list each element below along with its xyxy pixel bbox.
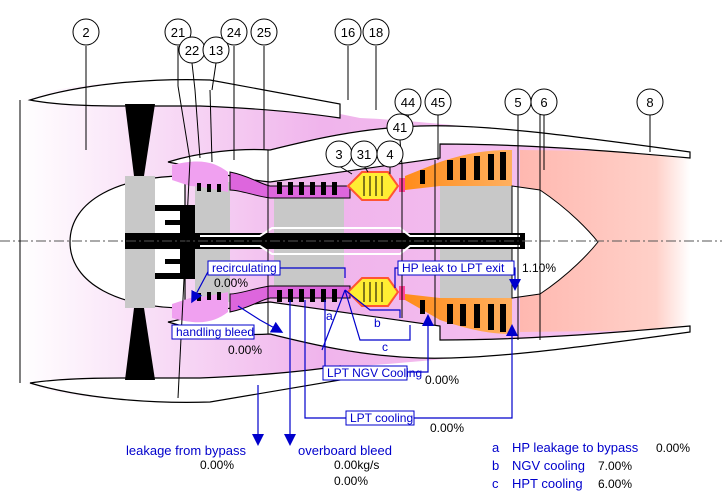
- path-a-letter: a: [326, 309, 333, 323]
- turbine-bottom: [405, 294, 512, 334]
- legend-value-c: 6.00%: [598, 477, 632, 491]
- legend-item-a: a HP leakage to bypass 0.00%: [492, 440, 690, 455]
- station-13-label: 13: [209, 43, 223, 58]
- overboard-bleed-kgs: 0.00kg/s: [334, 458, 379, 472]
- hp-leak-label: HP leak to LPT exit: [402, 261, 505, 275]
- handling-bleed-value: 0.00%: [228, 343, 262, 357]
- recirculating-label-box: recirculating: [207, 260, 281, 276]
- station-44: [394, 88, 422, 116]
- core-cowl-top: [167, 125, 691, 183]
- station-6: [530, 88, 558, 116]
- lpt-cooling-value: 0.00%: [430, 421, 464, 435]
- station-18-label: 18: [369, 25, 383, 40]
- recirculating-value: 0.00%: [214, 276, 248, 290]
- station-2: [72, 18, 100, 46]
- lpt-blades: [420, 152, 506, 332]
- station-25: [250, 18, 278, 46]
- legend-label-c: HPT cooling: [512, 476, 583, 491]
- fan-blade-bottom: [125, 308, 155, 380]
- station-18: [362, 18, 390, 46]
- legend-label-b: NGV cooling: [512, 458, 585, 473]
- station-24: [220, 18, 248, 46]
- handling-bleed-label-box: handling bleed: [171, 324, 255, 340]
- station-13: [202, 36, 230, 64]
- combustor-bottom: [346, 277, 400, 307]
- station-41: [386, 113, 414, 141]
- station-4-label: 4: [386, 147, 393, 162]
- legend-key-b: b: [492, 458, 499, 473]
- hp-leak-label-box: HP leak to LPT exit: [397, 260, 515, 276]
- legend-value-b: 7.00%: [598, 459, 632, 473]
- station-2-label: 2: [82, 25, 89, 40]
- station-21-label: 21: [171, 25, 185, 40]
- station-31-label: 31: [357, 147, 371, 162]
- legend-item-c: c HPT cooling 6.00%: [492, 476, 632, 491]
- shaft-inner: [200, 227, 520, 255]
- legend-key-a: a: [492, 440, 500, 455]
- station-numbers: 2 21 22 13 24 25 16 18 3 31 4 41 44 45 5…: [82, 25, 653, 162]
- hp-leak-value: 1.10%: [522, 261, 556, 275]
- lpt-cooling-label-box: LPT cooling: [345, 410, 415, 426]
- legend: a HP leakage to bypass 0.00% b NGV cooli…: [492, 440, 690, 491]
- station-3-label: 3: [335, 147, 342, 162]
- legend-item-b: b NGV cooling 7.00%: [492, 458, 632, 473]
- station-21: [164, 18, 192, 46]
- leakage-from-bypass-label: leakage from bypass: [126, 443, 246, 458]
- lpt-ngv-label: LPT NGV Cooling: [327, 366, 422, 380]
- legend-label-a: HP leakage to bypass: [512, 440, 639, 455]
- station-24-label: 24: [227, 25, 241, 40]
- station-6-label: 6: [540, 95, 547, 110]
- lpt-cooling-label: LPT cooling: [350, 411, 413, 425]
- leakage-from-bypass-value: 0.00%: [200, 458, 234, 472]
- booster-top: [172, 161, 228, 192]
- station-45-label: 45: [431, 95, 445, 110]
- booster-bottom: [172, 292, 228, 323]
- path-b-letter: b: [374, 316, 381, 330]
- turbine-top: [405, 150, 512, 190]
- nacelle-top: [27, 79, 341, 119]
- station-5-label: 5: [514, 95, 521, 110]
- overboard-bleed-pct: 0.00%: [334, 474, 368, 488]
- station-44-label: 44: [401, 95, 415, 110]
- lpt-ngv-label-box: LPT NGV Cooling: [322, 365, 422, 381]
- nacelle-bottom: [29, 365, 341, 403]
- station-22-label: 22: [185, 43, 199, 58]
- station-41-label: 41: [393, 120, 407, 135]
- exhaust-plume: [520, 150, 690, 332]
- handling-bleed-label: handling bleed: [176, 325, 254, 339]
- combustor-top: [346, 171, 400, 201]
- compressor-core-top: [229, 171, 351, 199]
- legend-value-a: 0.00%: [656, 441, 690, 455]
- path-c-letter: c: [382, 340, 388, 354]
- compressor-core-bottom: [229, 285, 351, 313]
- overboard-bleed-label: overboard bleed: [298, 443, 392, 458]
- exhaust-plug: [511, 185, 599, 299]
- station-16-label: 16: [341, 25, 355, 40]
- station-25-label: 25: [257, 25, 271, 40]
- station-lines: [19, 85, 541, 399]
- station-markers: [72, 18, 664, 168]
- station-leaders: [85, 46, 651, 175]
- station-8-label: 8: [646, 95, 653, 110]
- recirculating-label: recirculating: [212, 261, 277, 275]
- legend-key-c: c: [492, 476, 499, 491]
- station-8: [636, 88, 664, 116]
- station-45: [424, 88, 452, 116]
- station-4: [376, 140, 404, 168]
- lpt-ngv-value: 0.00%: [425, 373, 459, 387]
- station-16: [334, 18, 362, 46]
- core-cowl-bottom: [167, 301, 691, 359]
- fan-blade-top: [125, 104, 155, 176]
